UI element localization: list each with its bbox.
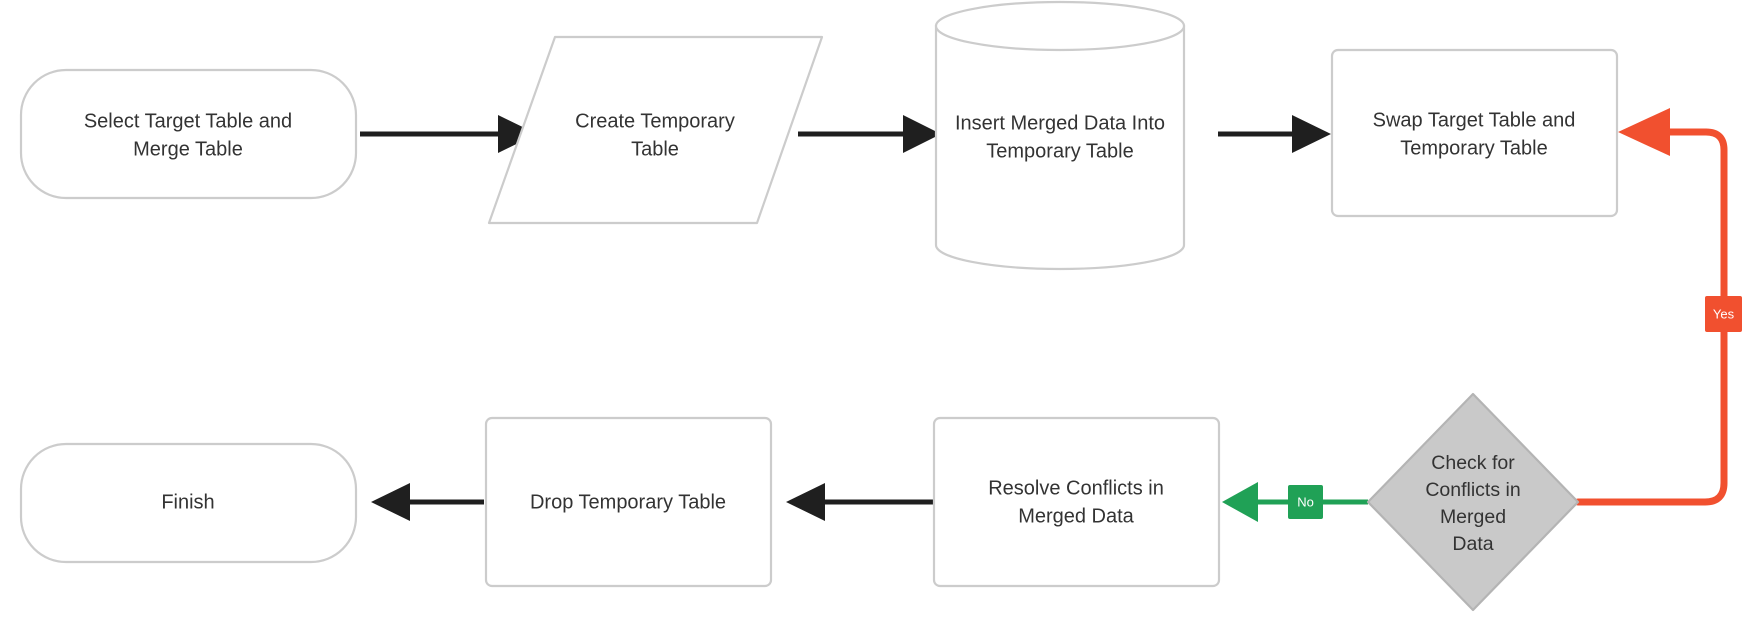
node-shape-stadium — [19, 68, 358, 200]
edge-check-conflicts-to-resolve-conflicts-no: No — [1222, 482, 1368, 522]
node-shape-stadium — [19, 442, 358, 564]
node-label-line: Finish — [161, 491, 214, 513]
node-shape-rectangle — [932, 416, 1221, 588]
edge-resolve-conflicts-to-drop-temp — [786, 483, 933, 521]
node-label-line: Merged Data — [1018, 505, 1134, 527]
edge-label-yes: Yes — [1713, 306, 1735, 321]
node-drop-temporary-table[interactable]: Drop Temporary Table — [484, 416, 773, 588]
arrowhead-icon — [1618, 108, 1670, 156]
arrowhead-icon — [371, 483, 410, 521]
node-label-line: Data — [1452, 533, 1493, 555]
arrowhead-icon — [1222, 482, 1258, 522]
node-shape-rectangle — [484, 416, 773, 588]
arrowhead-icon — [1292, 115, 1331, 153]
edge-start-to-create-temp — [360, 115, 537, 153]
edge-create-temp-to-insert-data — [798, 115, 941, 153]
node-shape-rectangle — [1330, 48, 1619, 218]
edge-label-badge — [1705, 296, 1742, 332]
node-label-line: Merged — [1440, 506, 1506, 528]
node-label-line: Conflicts in — [1425, 479, 1520, 501]
edge-check-conflicts-to-swap-tables-yes: Yes — [1574, 108, 1742, 506]
node-insert-merged-data[interactable]: Insert Merged Data Into Temporary Table — [934, 0, 1186, 271]
node-select-target-table[interactable]: Select Target Table and Merge Table — [19, 68, 358, 200]
node-label-line: Swap Target Table and — [1373, 109, 1576, 131]
node-label-line: Table — [631, 138, 679, 160]
node-finish[interactable]: Finish — [19, 442, 358, 564]
arrowhead-icon — [903, 115, 941, 153]
edge-drop-temp-to-finish — [371, 483, 484, 521]
node-check-for-conflicts[interactable]: Check for Conflicts in Merged Data — [1366, 392, 1580, 612]
node-label-line: Merge Table — [133, 138, 243, 160]
node-label-line: Check for — [1431, 452, 1515, 474]
node-label-line: Temporary Table — [1400, 137, 1547, 159]
node-label-line: Resolve Conflicts in — [988, 477, 1164, 499]
edge-label-no: No — [1297, 494, 1314, 509]
node-resolve-conflicts[interactable]: Resolve Conflicts in Merged Data — [932, 416, 1221, 588]
edge-label-badge — [1288, 485, 1323, 519]
node-label-line: Drop Temporary Table — [530, 491, 726, 513]
node-label-line: Create Temporary — [575, 110, 735, 132]
node-swap-target-table[interactable]: Swap Target Table and Temporary Table — [1330, 48, 1619, 218]
node-label-line: Select Target Table and — [84, 110, 292, 132]
node-shape-cylinder-body — [934, 24, 1186, 271]
arrowhead-icon — [786, 483, 825, 521]
node-label-line: Insert Merged Data Into — [955, 112, 1165, 134]
node-shape-diamond — [1366, 392, 1580, 612]
node-shape-parallelogram — [487, 35, 824, 225]
edge-insert-data-to-swap-tables — [1218, 115, 1331, 153]
arrowhead-icon — [498, 115, 537, 153]
node-label-line: Temporary Table — [986, 140, 1133, 162]
node-create-temporary-table[interactable]: Create Temporary Table — [487, 35, 824, 225]
node-shape-cylinder-top — [934, 0, 1186, 52]
